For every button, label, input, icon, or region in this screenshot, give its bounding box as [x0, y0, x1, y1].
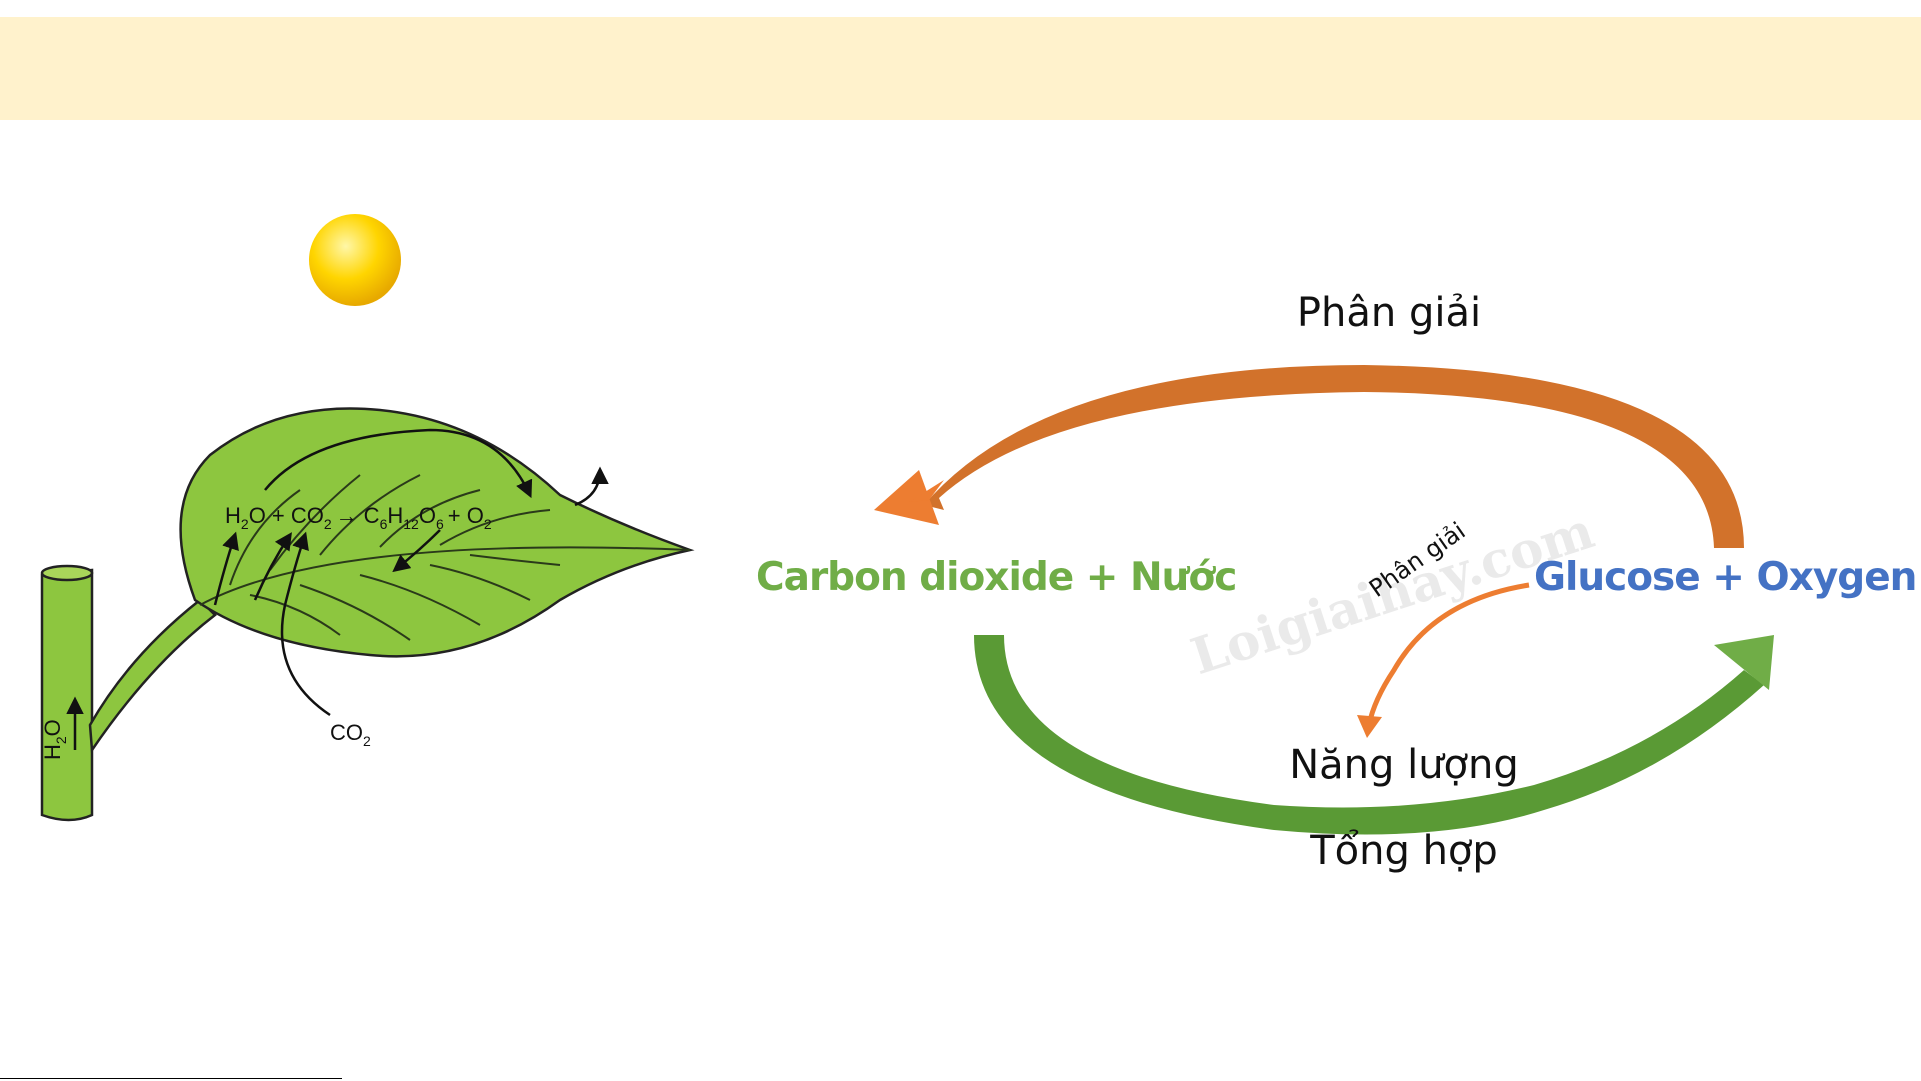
leaf-figure: H2O + CO2→C6H12O6+ O2 H2O CO2 [0, 205, 714, 825]
sun-icon [309, 214, 401, 306]
products-label: Glucose + Oxygen [1534, 555, 1916, 600]
top-arrow [924, 365, 1744, 548]
top-banner [0, 17, 1921, 120]
bottom-label-synthesis: Tổng hợp [1274, 828, 1534, 874]
petiole [90, 600, 215, 750]
reactants-label: Carbon dioxide + Nước [756, 555, 1236, 600]
co2-label: CO2 [330, 720, 371, 749]
cycle-diagram: Loigiaihay.com Phân giải Carbon dioxide … [714, 180, 1921, 960]
top-label-breakdown: Phân giải [1259, 290, 1519, 336]
footer-divider [0, 1078, 342, 1079]
stem [42, 570, 92, 820]
energy-label: Năng lượng [1254, 742, 1554, 788]
leaf-illustration: H2O + CO2→C6H12O6+ O2 H2O CO2 [0, 205, 714, 825]
